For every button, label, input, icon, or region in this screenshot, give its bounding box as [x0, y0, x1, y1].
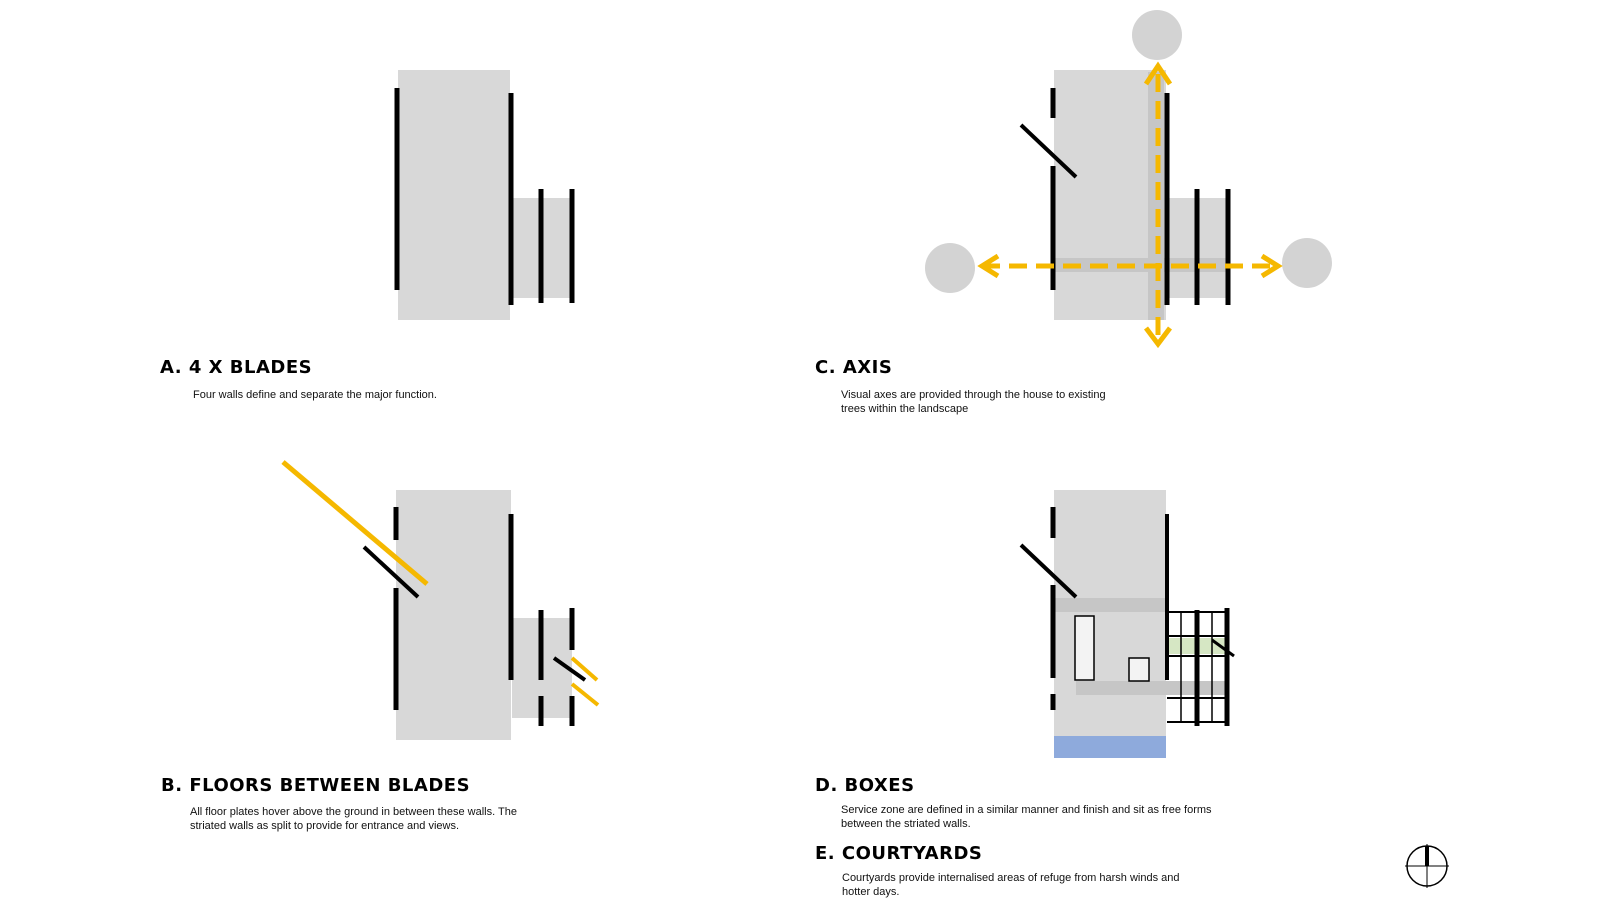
service-box-tall — [1074, 615, 1095, 681]
section-d-desc: Service zone are defined in a similar ma… — [841, 803, 1212, 831]
section-c-desc-line: trees within the landscape — [841, 403, 969, 415]
arrowhead-east — [1260, 253, 1283, 279]
arrowhead-south — [1144, 326, 1172, 349]
service-box-small — [1128, 657, 1150, 682]
section-c-title: C. AXIS — [815, 357, 893, 378]
arrowhead-west — [977, 253, 1000, 279]
section-d-desc-line: between the striated walls. — [841, 818, 971, 830]
section-c-desc-line: Visual axes are provided through the hou… — [841, 389, 1106, 401]
section-c-desc: Visual axes are provided through the hou… — [841, 388, 1106, 416]
yellow-view-line-2 — [570, 682, 600, 707]
section-d-desc-line: Service zone are defined in a similar ma… — [841, 804, 1212, 816]
main-floor-plate — [1054, 70, 1166, 320]
courtyard-blade — [1211, 638, 1235, 658]
section-a-desc-line: Four walls define and separate the major… — [193, 389, 437, 401]
yellow-view-line-1 — [570, 656, 599, 682]
main-floor-plate — [396, 490, 511, 740]
arrowhead-north — [1143, 61, 1173, 86]
section-b-title: B. FLOORS BETWEEN BLADES — [161, 775, 471, 796]
diagram-b-floors — [281, 460, 600, 740]
section-d-title: D. BOXES — [815, 775, 915, 796]
north-arrow-icon — [1405, 844, 1449, 888]
annex-view-blade — [552, 656, 587, 682]
main-floor-plate — [398, 70, 510, 320]
lower-band — [1076, 681, 1226, 695]
tree-east — [1282, 238, 1332, 288]
entry-blade — [1019, 543, 1078, 599]
yellow-entry-line — [281, 460, 429, 586]
entry-blade — [362, 545, 420, 599]
diagram-d-boxes — [1019, 490, 1235, 758]
water-pool — [1054, 736, 1166, 758]
tree-west — [925, 243, 975, 293]
diagram-a-blades — [394, 70, 575, 320]
entry-blade — [1019, 123, 1078, 179]
section-a-desc: Four walls define and separate the major… — [193, 388, 437, 402]
section-a-title: A. 4 X BLADES — [160, 357, 313, 378]
section-b-desc-line: striated walls as split to provide for e… — [190, 820, 460, 832]
section-e-desc-line: Courtyards provide internalised areas of… — [842, 872, 1180, 884]
main-floor-plate — [1054, 490, 1166, 740]
section-e-title: E. COURTYARDS — [815, 843, 983, 864]
section-b-desc: All floor plates hover above the ground … — [190, 805, 517, 833]
section-e-desc-line: hotter days. — [842, 886, 900, 898]
circulation-band — [1054, 598, 1166, 612]
tree-north — [1132, 10, 1182, 60]
section-b-desc-line: All floor plates hover above the ground … — [190, 806, 517, 818]
section-e-desc: Courtyards provide internalised areas of… — [842, 871, 1180, 899]
diagram-c-axis — [925, 10, 1332, 349]
